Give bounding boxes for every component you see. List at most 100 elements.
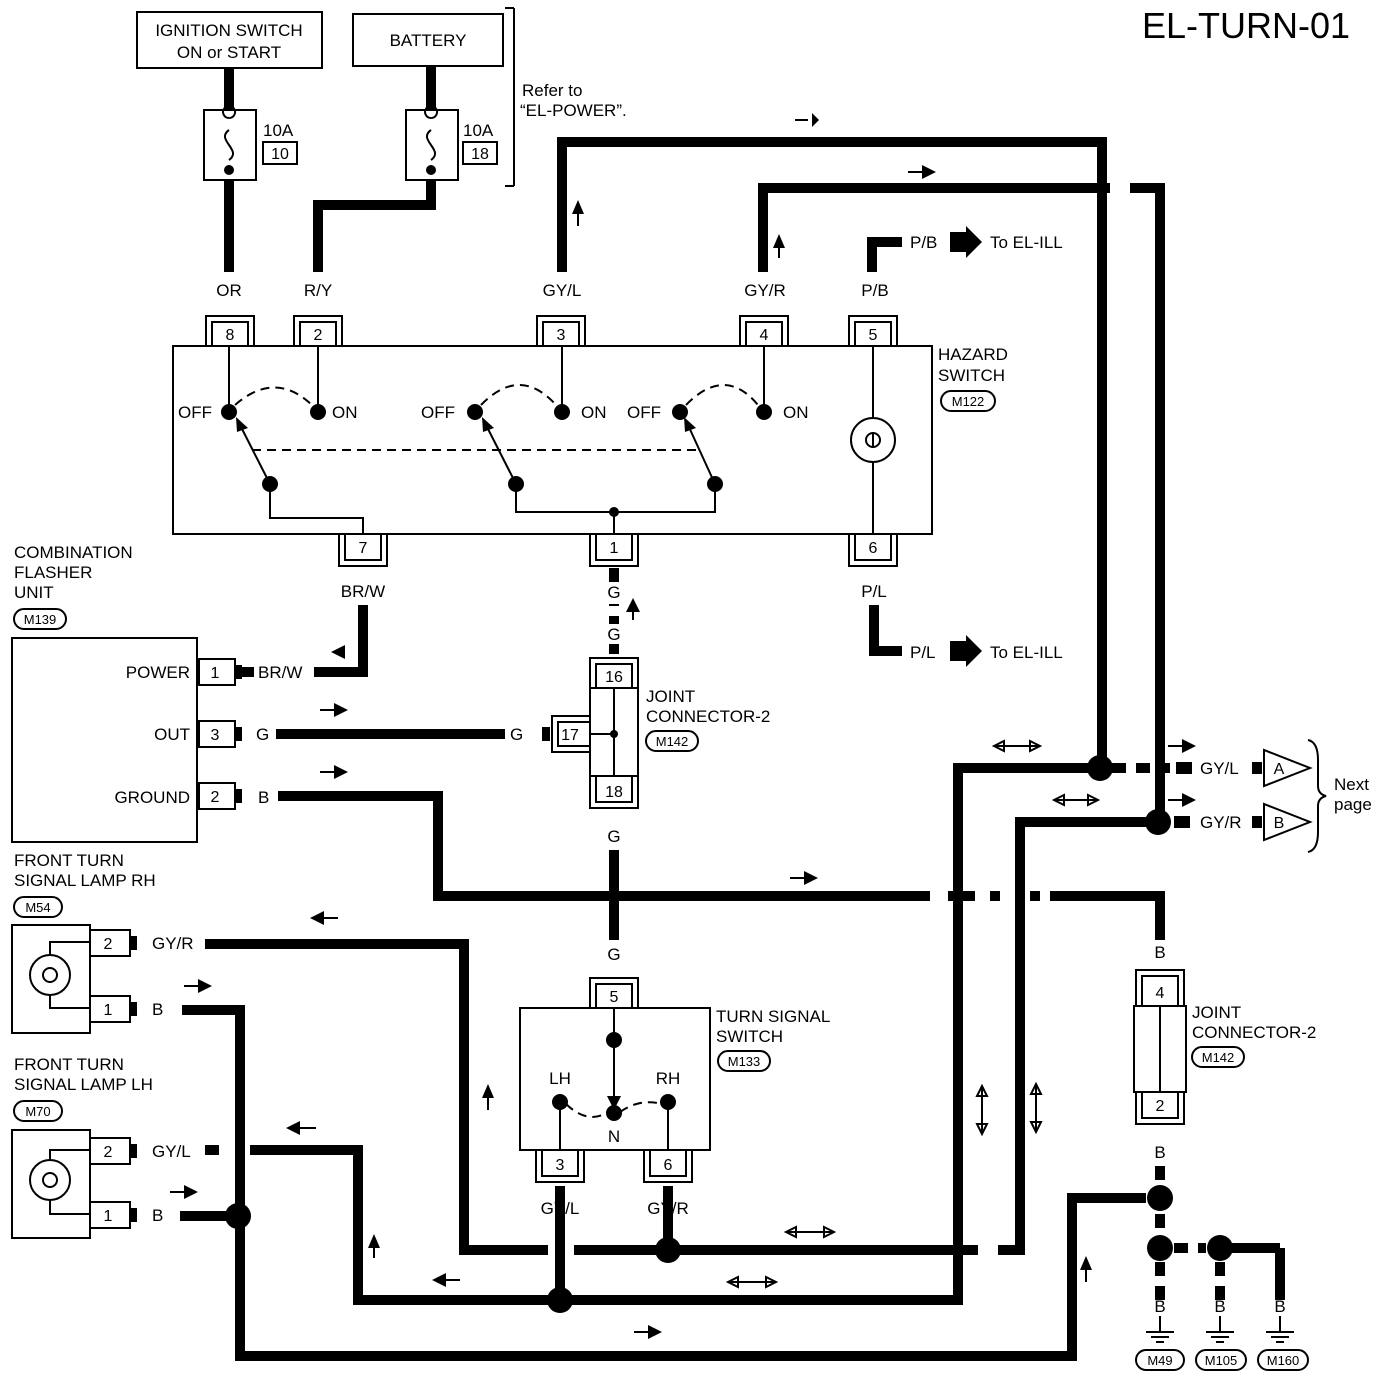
svg-text:B: B <box>152 1206 163 1225</box>
hazard-on-3: ON <box>783 403 809 422</box>
hazard-pin-1: 1 <box>589 534 639 567</box>
front-lh-connector-badge <box>13 1100 63 1122</box>
svg-text:OUT: OUT <box>154 725 190 744</box>
svg-text:3: 3 <box>557 327 566 344</box>
front-lh-name-2: SIGNAL LAMP LH <box>14 1075 153 1094</box>
turn-switch-pin-5: 5 <box>589 977 639 1008</box>
fuse-18-number: 18 <box>471 146 489 163</box>
fuse-18-amp: 10A <box>463 121 494 140</box>
svg-text:8: 8 <box>226 327 235 344</box>
to-el-ill-bottom-arrow <box>950 635 982 667</box>
refer-line-2: “EL-POWER”. <box>520 101 627 120</box>
joint-bottom-wire-bottom: B <box>1154 1143 1165 1162</box>
battery-label: BATTERY <box>390 31 467 50</box>
joint-connector-top-pin-17: 17 <box>542 715 590 753</box>
turn-switch-n: N <box>608 1127 620 1146</box>
turn-switch-internal <box>552 1008 676 1150</box>
svg-text:POWER: POWER <box>126 663 190 682</box>
ground-symbol-m160-icon <box>1266 1316 1294 1343</box>
joint-bottom-connector: M142 <box>1202 1050 1235 1065</box>
wire-pb-label: P/B <box>861 281 888 300</box>
ground-m160: M160 <box>1267 1353 1300 1368</box>
flow-arrows <box>170 113 1196 1339</box>
out-flow-arrow <box>334 703 348 717</box>
front-lh-pin-2: 2 GY/L <box>89 1137 191 1165</box>
front-rh-name-1: FRONT TURN <box>14 851 124 870</box>
hazard-name-1: HAZARD <box>938 345 1008 364</box>
flasher-name-1: COMBINATION <box>14 543 133 562</box>
hazard-off-1: OFF <box>178 403 212 422</box>
g-up-arrow <box>626 598 640 612</box>
svg-text:1: 1 <box>104 1208 113 1225</box>
turn-switch-lh: LH <box>549 1069 571 1088</box>
svg-text:18: 18 <box>605 784 623 801</box>
refer-line-1: Refer to <box>522 81 582 100</box>
ground-wire-2: B <box>1214 1297 1225 1316</box>
svg-text:3: 3 <box>211 727 220 744</box>
svg-text:6: 6 <box>869 540 878 557</box>
hazard-pin-2: 2 <box>293 315 343 346</box>
joint-bottom-name-2: CONNECTOR-2 <box>1192 1023 1316 1042</box>
turn-switch-connector: M133 <box>728 1054 761 1069</box>
ground-symbol-m105-icon <box>1206 1316 1234 1343</box>
ground-wire-1: B <box>1154 1297 1165 1316</box>
turn-switch-rh: RH <box>656 1069 681 1088</box>
svg-text:1: 1 <box>211 665 220 682</box>
ground-m49-badge <box>1135 1349 1185 1371</box>
svg-text:4: 4 <box>760 327 769 344</box>
wire-ry-label: R/Y <box>304 281 332 300</box>
svg-text:B: B <box>152 1000 163 1019</box>
svg-text:B: B <box>258 788 269 807</box>
next-page-2: page <box>1334 795 1372 814</box>
joint-connector-top-pin-16: 16 <box>589 657 639 688</box>
hazard-internal-contacts <box>221 346 896 534</box>
svg-text:6: 6 <box>664 1157 673 1174</box>
joint-bottom-connector-badge <box>1191 1046 1245 1068</box>
fuse-10-number: 10 <box>271 146 289 163</box>
hazard-name-2: SWITCH <box>938 366 1005 385</box>
turn-switch-connector-badge <box>717 1050 771 1072</box>
svg-text:16: 16 <box>605 669 623 686</box>
front-lh-name-1: FRONT TURN <box>14 1055 124 1074</box>
brw-flow-arrow <box>331 645 345 659</box>
svg-text:1: 1 <box>610 540 619 557</box>
ground-b-flow-arrow <box>804 871 818 885</box>
ignition-label-1: IGNITION SWITCH <box>155 21 302 40</box>
wire-g-joint-top-label: G <box>607 625 620 644</box>
flasher-connector-badge <box>13 608 67 630</box>
svg-text:2: 2 <box>211 789 220 806</box>
ground-m105: M105 <box>1205 1353 1238 1368</box>
hazard-off-2: OFF <box>421 403 455 422</box>
next-page-a-marker <box>1263 748 1313 788</box>
hazard-connector-badge <box>940 390 996 412</box>
turn-switch-pin-3: 3 <box>535 1150 585 1183</box>
wire-brw-label: BR/W <box>341 582 385 601</box>
battery-box <box>352 13 504 67</box>
svg-text:5: 5 <box>610 989 619 1006</box>
svg-text:GY/L: GY/L <box>152 1142 191 1161</box>
flasher-name-2: FLASHER <box>14 563 92 582</box>
ground-m49: M49 <box>1147 1353 1172 1368</box>
svg-text:GROUND: GROUND <box>114 788 190 807</box>
wire-gyl-label: GY/L <box>543 281 582 300</box>
svg-text:GY/R: GY/R <box>152 934 194 953</box>
svg-text:2: 2 <box>1156 1098 1165 1115</box>
to-el-ill-top-arrow <box>950 226 982 258</box>
wire-or-label: OR <box>216 281 242 300</box>
wire-gyr-label: GY/R <box>744 281 786 300</box>
svg-text:7: 7 <box>359 540 368 557</box>
front-rh-name-2: SIGNAL LAMP RH <box>14 871 156 890</box>
next-b-label: B <box>1274 815 1285 832</box>
wire-g-out-label: G <box>510 725 523 744</box>
svg-text:2: 2 <box>104 1144 113 1161</box>
next-b-wire: GY/R <box>1200 813 1242 832</box>
next-page-b-marker <box>1263 802 1313 842</box>
svg-text:5: 5 <box>869 327 878 344</box>
front-rh-bulb-icon <box>29 941 90 1009</box>
svg-text:G: G <box>256 725 269 744</box>
hazard-switch-box <box>172 345 933 535</box>
next-page-1: Next <box>1334 775 1369 794</box>
svg-text:G: G <box>607 583 620 602</box>
joint-connector-top-pin-18: 18 <box>589 776 639 809</box>
